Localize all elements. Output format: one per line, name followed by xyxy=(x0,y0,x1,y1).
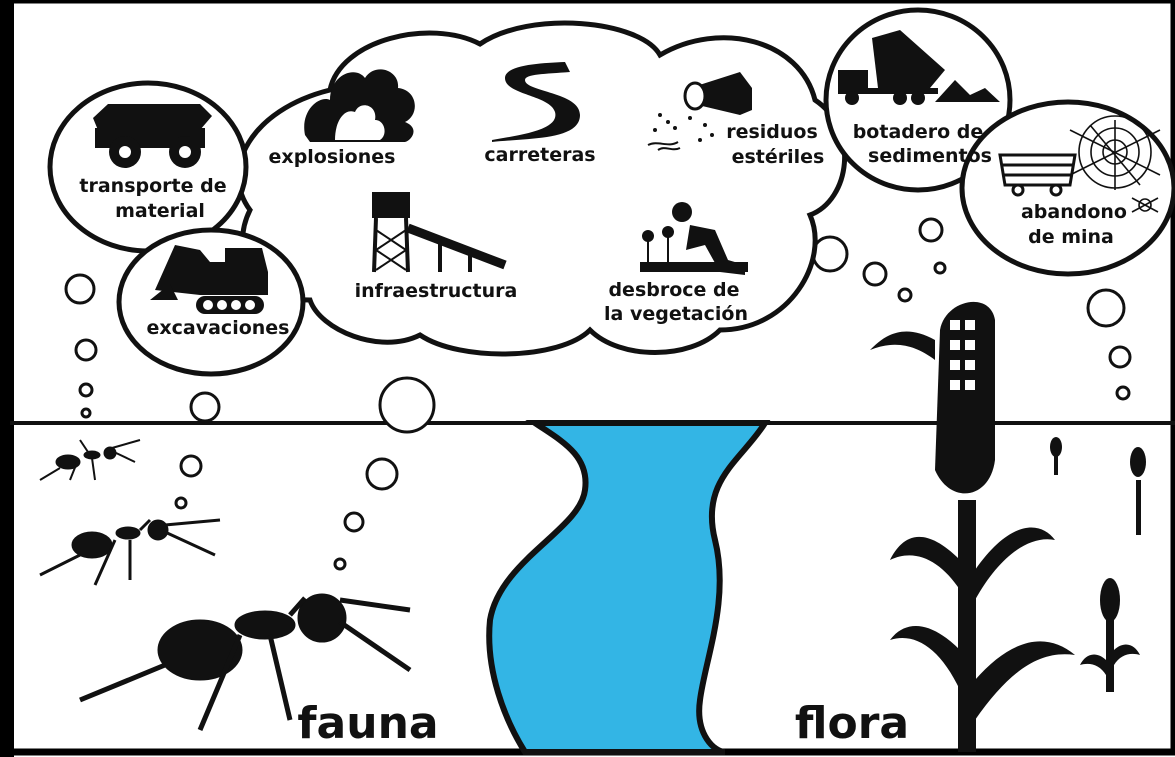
transport-label-2: material xyxy=(115,200,205,222)
transport-label-1: transporte de xyxy=(79,175,226,197)
excavation-label: excavaciones xyxy=(147,317,290,339)
abandon-label-1: abandono xyxy=(1021,201,1127,223)
explosions-label: explosiones xyxy=(269,146,396,168)
waste-label-1: residuos xyxy=(726,121,818,143)
waste-label-2: estériles xyxy=(732,146,825,168)
clearing-label-2: la vegetación xyxy=(604,303,748,325)
flora-label: flora xyxy=(795,698,909,749)
abandon-label-2: de mina xyxy=(1028,226,1114,248)
dump-label-2: sedimentos xyxy=(868,145,992,167)
left-frame-bar xyxy=(0,0,14,757)
fauna-label: fauna xyxy=(297,698,438,749)
infrastructure-label: infraestructura xyxy=(355,280,518,302)
dump-label-1: botadero de xyxy=(853,121,984,143)
clearing-label-1: desbroce de xyxy=(608,279,739,301)
roads-label: carreteras xyxy=(484,144,595,166)
